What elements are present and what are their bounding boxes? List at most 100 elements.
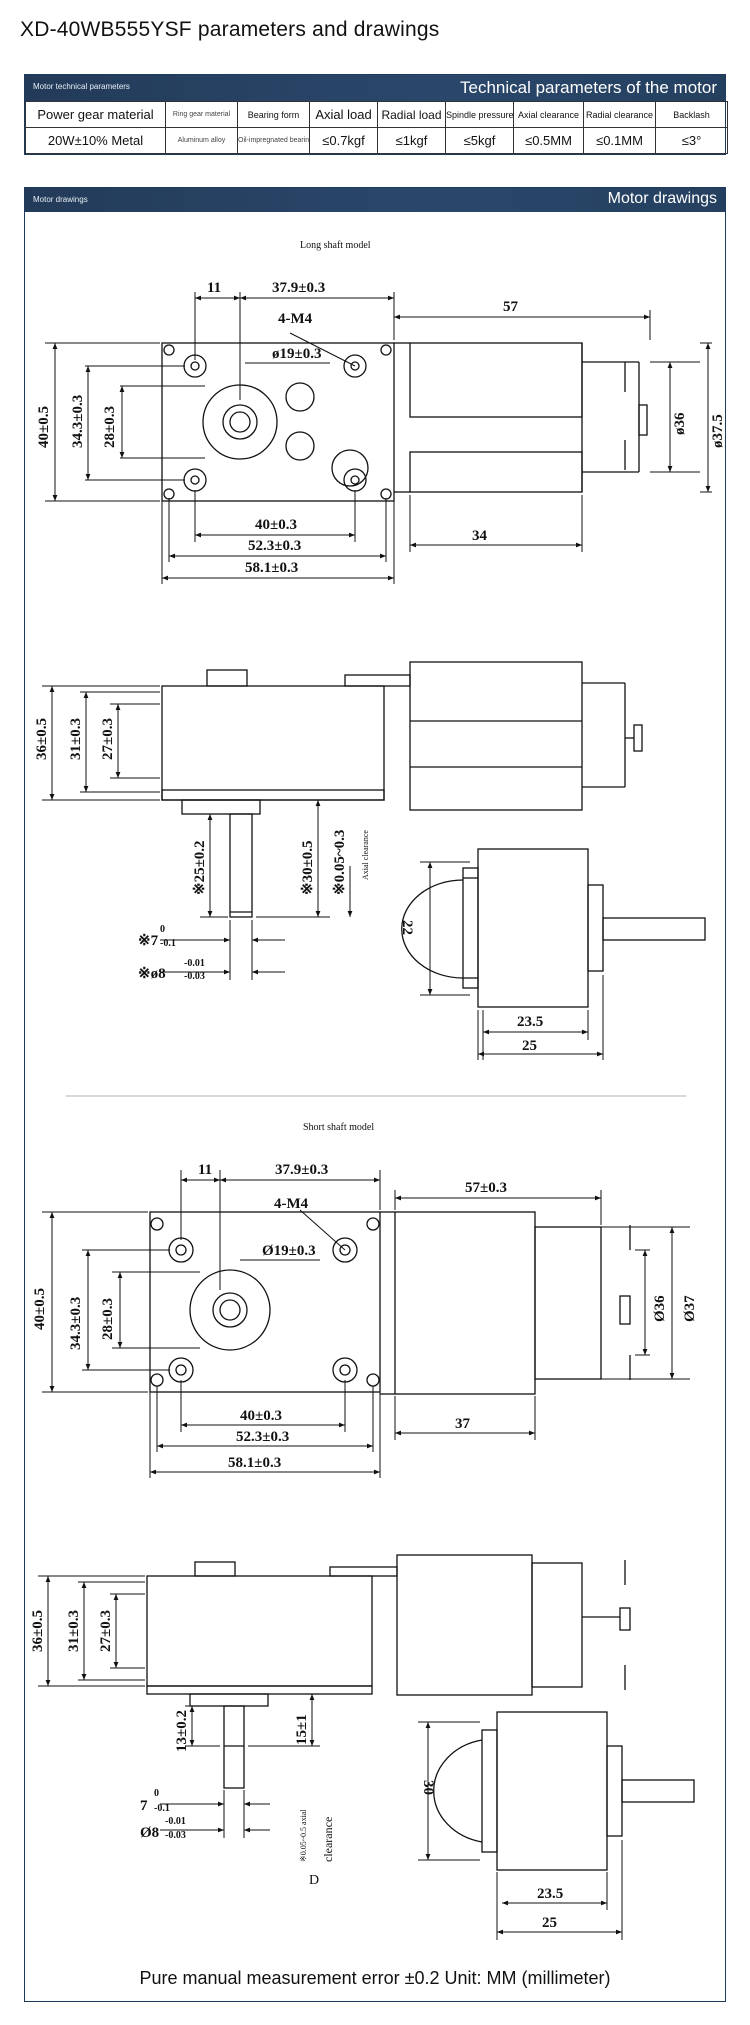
short-dim-13: 13±0.2 bbox=[174, 1710, 190, 1752]
long-dim-34-3: 34.3±0.3 bbox=[70, 395, 86, 448]
long-side-view bbox=[161, 661, 643, 918]
short-end-view bbox=[433, 1711, 695, 1871]
long-dim-8: ※ø8 bbox=[138, 966, 166, 982]
header-radial-clearance: Radial clearance bbox=[583, 101, 656, 128]
long-dim-005: ※0.05~0.3 bbox=[332, 830, 348, 895]
parameter-band: Motor technical parameters Technical par… bbox=[25, 75, 725, 101]
parameter-table: Motor technical parameters Technical par… bbox=[24, 74, 728, 155]
short-dim-40-05: 40±0.5 bbox=[32, 1288, 48, 1330]
long-side-dimensions bbox=[42, 685, 353, 980]
page-title: XD-40WB555YSF parameters and drawings bbox=[20, 18, 440, 41]
short-dim-7-tol-dn: -0.1 bbox=[154, 1803, 170, 1814]
short-dim-57: 57±0.3 bbox=[465, 1180, 507, 1196]
long-dim-25: ※25±0.2 bbox=[192, 840, 208, 895]
long-dim-57: 57 bbox=[503, 299, 519, 315]
parameter-value-row: 20W±10% Metal Aluminum alloy Oil-impregn… bbox=[25, 127, 728, 154]
value-axial-load: ≤0.7kgf bbox=[309, 127, 378, 154]
long-dim-phi19: ø19±0.3 bbox=[272, 346, 321, 362]
value-radial-clearance: ≤0.1MM bbox=[583, 127, 656, 154]
short-dim-11: 11 bbox=[198, 1162, 212, 1178]
long-dim-7: ※7 bbox=[138, 933, 159, 949]
value-ring-gear: Aluminum alloy bbox=[165, 127, 238, 154]
header-spindle-pressure: Spindle pressure bbox=[445, 101, 514, 128]
short-dim-8-tol-dn: -0.03 bbox=[165, 1830, 186, 1841]
short-dim-23-5: 23.5 bbox=[537, 1886, 563, 1902]
long-dim-4m4: 4-M4 bbox=[278, 311, 313, 327]
drawing-band-small-label: Motor drawings bbox=[33, 195, 88, 204]
short-dim-phi19: Ø19±0.3 bbox=[262, 1243, 316, 1259]
short-front-view bbox=[149, 1211, 631, 1395]
short-dim-7-tol-up: 0 bbox=[154, 1788, 159, 1799]
short-dim-phi36: Ø36 bbox=[652, 1295, 668, 1322]
value-radial-load: ≤1kgf bbox=[377, 127, 446, 154]
long-dim-40-03: 40±0.3 bbox=[255, 517, 297, 533]
short-dim-58-1: 58.1±0.3 bbox=[228, 1455, 281, 1471]
value-axial-clearance: ≤0.5MM bbox=[513, 127, 584, 154]
short-dim-30: 30 bbox=[420, 1780, 436, 1795]
long-dim-phi37-5: ø37.5 bbox=[710, 414, 726, 448]
drawing-band: Motor drawings Motor drawings bbox=[25, 188, 725, 212]
value-power-gear: 20W±10% Metal bbox=[25, 127, 166, 154]
long-dim-22: 22 bbox=[399, 920, 415, 935]
parameter-grid: Power gear material Ring gear material B… bbox=[25, 101, 728, 154]
value-bearing-form: Oil-impregnated bearings bbox=[237, 127, 310, 154]
short-axial-label-1: ※0.05~0.5 axial bbox=[299, 1809, 308, 1862]
parameter-band-small-label: Motor technical parameters bbox=[33, 82, 130, 91]
value-backlash: ≤3° bbox=[655, 127, 728, 154]
short-side-dimensions bbox=[38, 1575, 320, 1838]
short-dim-27: 27±0.3 bbox=[98, 1610, 114, 1652]
value-spindle-pressure: ≤5kgf bbox=[445, 127, 514, 154]
long-dim-25w: 25 bbox=[522, 1038, 537, 1054]
drawing-frame: Motor drawings Motor drawings bbox=[24, 187, 726, 2002]
short-dim-8-tol-up: -0.01 bbox=[165, 1816, 186, 1827]
short-end-dimensions bbox=[418, 1721, 623, 1940]
long-end-view bbox=[401, 848, 706, 1008]
long-dim-phi36: ø36 bbox=[672, 412, 688, 435]
short-dim-37: 37 bbox=[455, 1416, 471, 1432]
drawing-band-title: Motor drawings bbox=[607, 190, 717, 207]
short-dim-4m4: 4-M4 bbox=[274, 1196, 309, 1212]
long-end-dimensions bbox=[420, 861, 604, 1060]
short-dim-15: 15±1 bbox=[294, 1714, 310, 1745]
parameter-header-row: Power gear material Ring gear material B… bbox=[25, 101, 728, 128]
short-dim-34-3: 34.3±0.3 bbox=[68, 1297, 84, 1350]
long-dim-34: 34 bbox=[472, 528, 488, 544]
long-axial-label: Axial clearance bbox=[361, 830, 370, 880]
short-dim-52-3: 52.3±0.3 bbox=[236, 1429, 289, 1445]
parameter-band-title: Technical parameters of the motor bbox=[459, 78, 717, 97]
header-power-gear: Power gear material bbox=[25, 101, 166, 128]
short-dim-36: 36±0.5 bbox=[30, 1610, 46, 1652]
footer-note: Pure manual measurement error ±0.2 Unit:… bbox=[139, 1968, 611, 1988]
long-dim-28: 28±0.3 bbox=[102, 406, 118, 448]
long-dim-8-tol-up: -0.01 bbox=[184, 958, 205, 969]
long-dim-30: ※30±0.5 bbox=[300, 840, 316, 895]
short-caption: Short shaft model bbox=[303, 1122, 374, 1133]
header-backlash: Backlash bbox=[655, 101, 728, 128]
short-dim-8: Ø8 bbox=[140, 1825, 159, 1841]
short-label-d: D bbox=[309, 1873, 319, 1888]
long-dim-52-3: 52.3±0.3 bbox=[248, 538, 301, 554]
long-caption: Long shaft model bbox=[300, 240, 371, 251]
short-dim-37-9: 37.9±0.3 bbox=[275, 1162, 328, 1178]
short-dim-28: 28±0.3 bbox=[100, 1298, 116, 1340]
short-axial-label-2: clearance bbox=[321, 1817, 335, 1862]
long-front-view bbox=[161, 342, 648, 502]
header-bearing-form: Bearing form bbox=[237, 101, 310, 128]
long-dim-36: 36±0.5 bbox=[34, 718, 50, 760]
long-dim-23-5: 23.5 bbox=[517, 1014, 543, 1030]
long-dim-8-tol-dn: -0.03 bbox=[184, 971, 205, 982]
long-dim-11: 11 bbox=[207, 280, 221, 296]
header-axial-load: Axial load bbox=[309, 101, 378, 128]
long-dim-31: 31±0.3 bbox=[68, 718, 84, 760]
short-front-dimensions bbox=[42, 1170, 690, 1478]
long-dim-7-tol-up: 0 bbox=[160, 924, 165, 935]
short-dim-25w: 25 bbox=[542, 1915, 557, 1931]
short-dim-40-03: 40±0.3 bbox=[240, 1408, 282, 1424]
long-front-dimensions bbox=[45, 292, 712, 584]
short-dim-phi37: Ø37 bbox=[682, 1295, 698, 1322]
short-dim-7: 7 bbox=[140, 1798, 148, 1814]
short-dim-31: 31±0.3 bbox=[66, 1610, 82, 1652]
short-side-view bbox=[146, 1554, 631, 1789]
long-dim-7-tol-dn: -0.1 bbox=[160, 938, 176, 949]
